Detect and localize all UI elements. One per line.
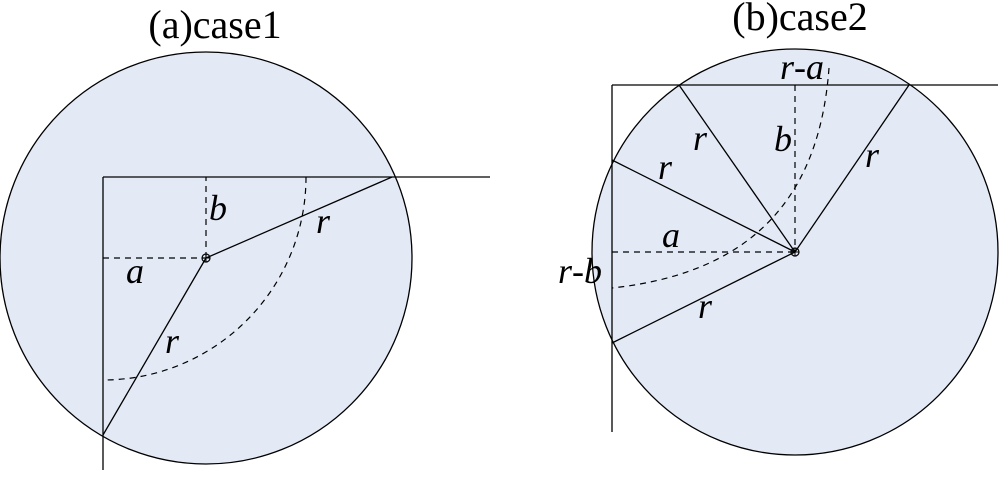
- case2-dashed-arc: [611, 67, 830, 289]
- case2-radius-left-upper: [611, 159, 796, 253]
- case2-title: (b)case2: [732, 0, 867, 39]
- case2-label-a: a: [662, 215, 680, 255]
- case2-label-r-minus-a: r-a: [780, 47, 824, 87]
- case1-dashed-arc: [102, 176, 307, 381]
- case2-label-r-lower: r: [698, 286, 713, 326]
- case2-radius-top-left: [678, 84, 796, 253]
- case2-label-b: b: [774, 119, 792, 159]
- case1-label-b: b: [209, 188, 227, 228]
- case2-label-r-minus-b-dash: -: [572, 251, 584, 291]
- case1-label-a: a: [126, 251, 144, 291]
- case1-title: (a)case1: [148, 2, 281, 47]
- case1-group: (a)case1 b a r r: [0, 2, 490, 470]
- case2-label-r-minus-a-a: a: [806, 47, 824, 87]
- case2-label-r-minus-b-b: b: [584, 251, 602, 291]
- case2-label-r-minus-a-r: r: [780, 47, 795, 87]
- case2-radius-top-right: [794, 84, 910, 253]
- case2-label-r-minus-a-dash: -: [794, 47, 806, 87]
- case2-label-r-right: r: [865, 135, 880, 175]
- case2-label-r-minus-b: r-b: [558, 251, 602, 291]
- case2-label-r-left-upper: r: [693, 118, 708, 158]
- case1-radius-lower: [102, 257, 207, 436]
- case1-label-r-lower: r: [165, 321, 180, 361]
- case2-group: (b)case2 r-a r b r r a: [558, 0, 999, 456]
- case2-label-r-left-mid: r: [658, 147, 673, 187]
- case1-radius-upper: [205, 176, 393, 259]
- case2-label-r-minus-b-r: r: [558, 251, 573, 291]
- case1-label-r-upper: r: [316, 201, 331, 241]
- case2-radius-left-lower: [611, 251, 796, 344]
